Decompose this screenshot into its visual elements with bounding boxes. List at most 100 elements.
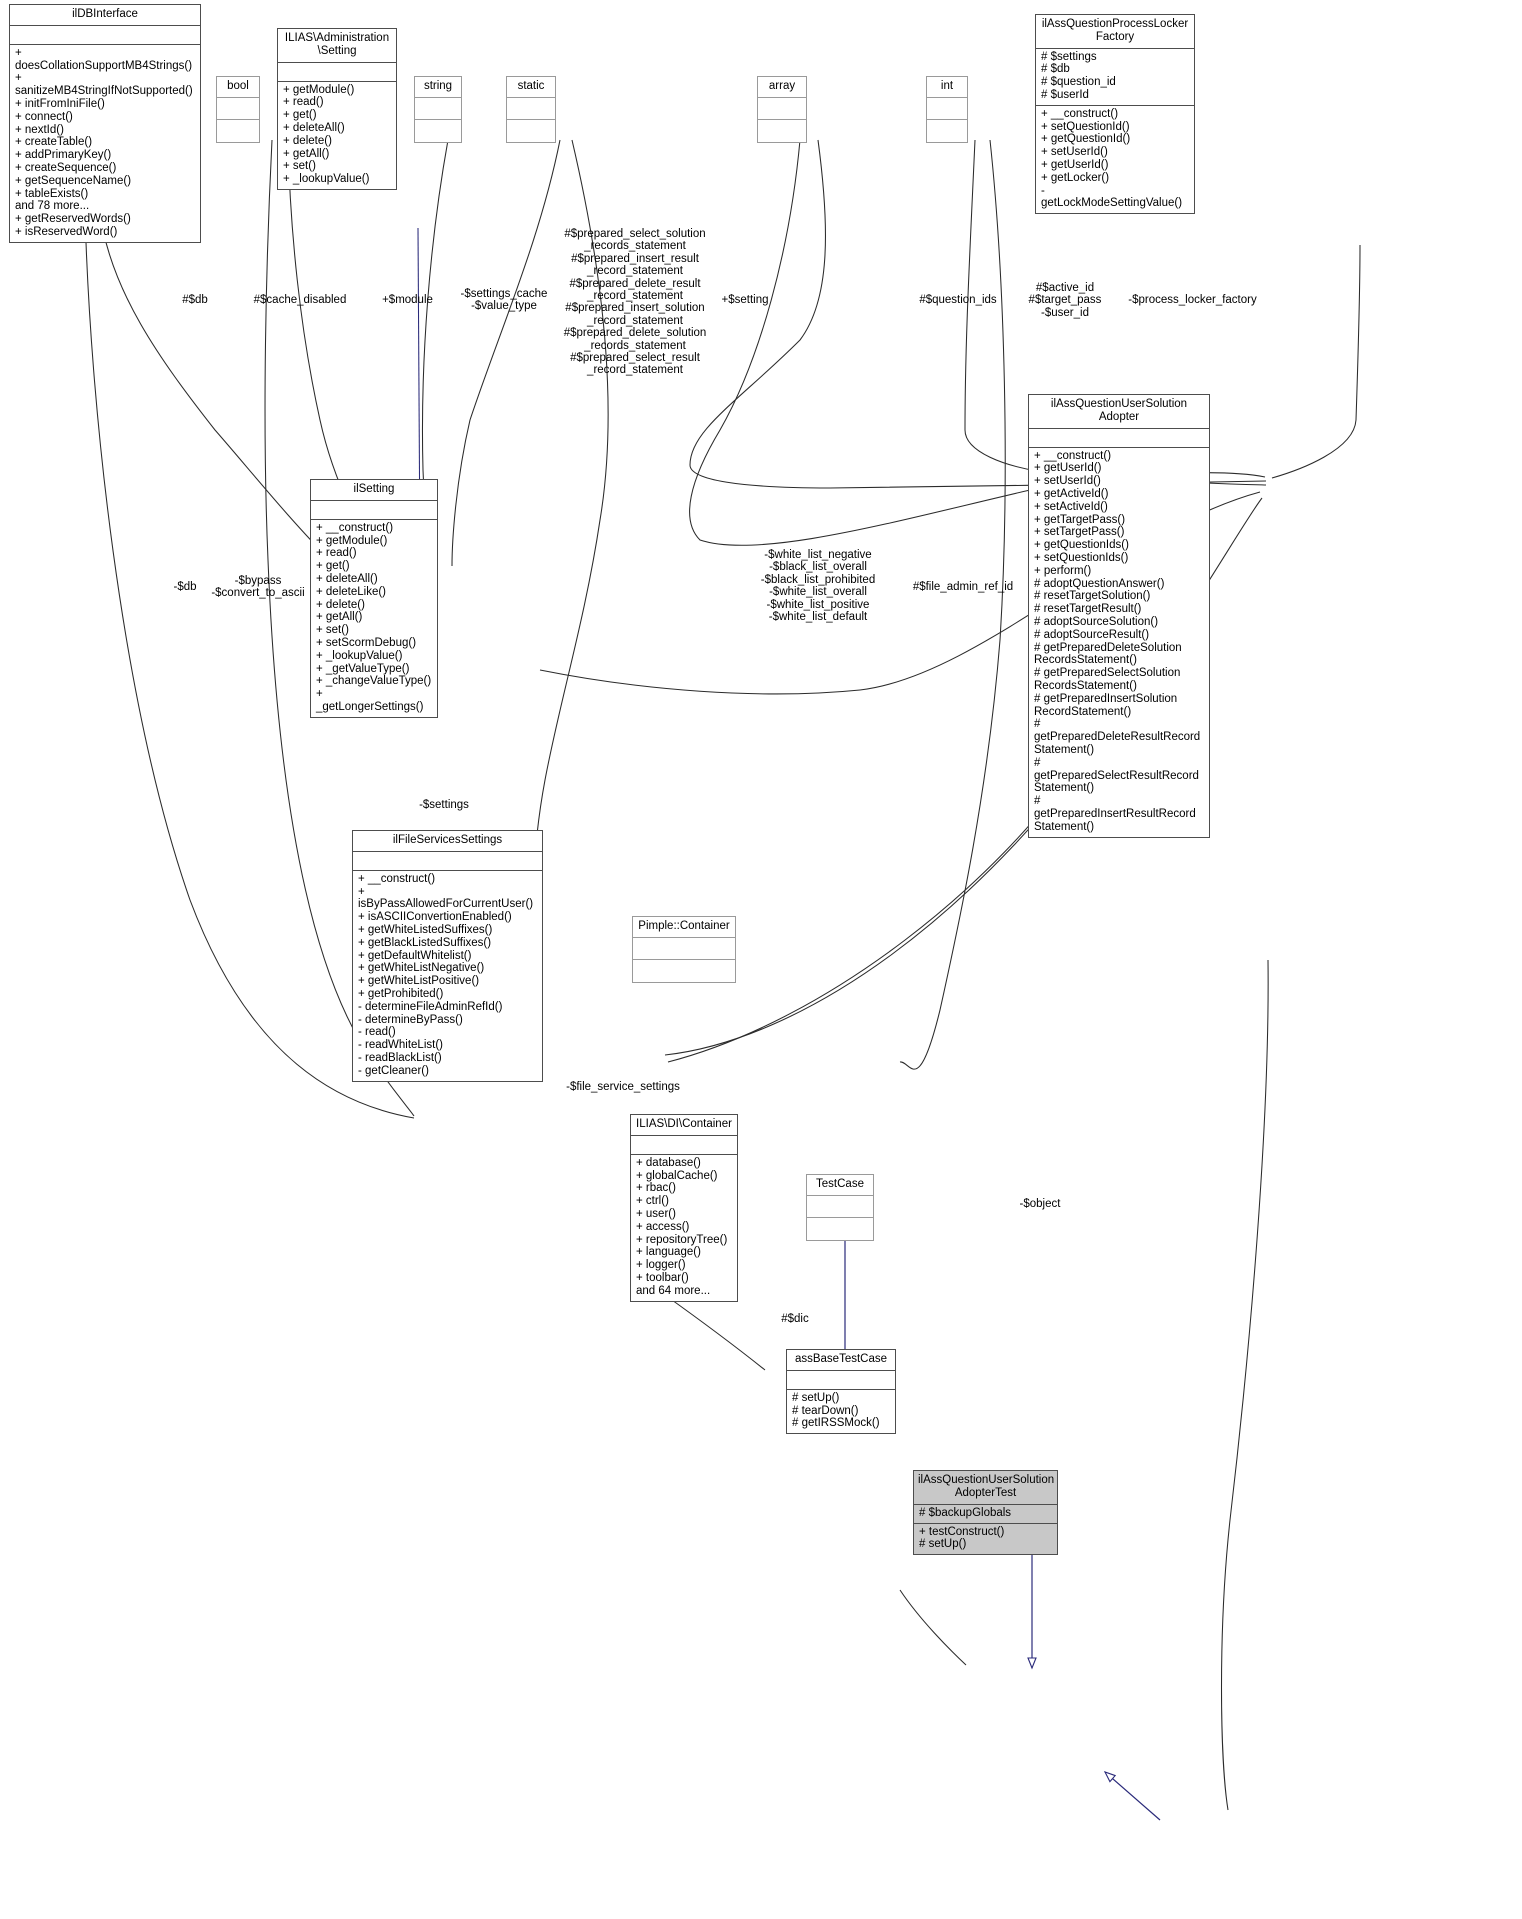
class-operations (217, 120, 259, 142)
op-row: + _lookupValue() (283, 173, 370, 186)
op-row: + getModule() (283, 83, 355, 96)
op-row: + set() (316, 624, 349, 637)
class-string[interactable]: string (414, 76, 462, 143)
op-row: + nextId() (15, 123, 64, 136)
op-row: + getAll() (316, 611, 363, 624)
class-array[interactable]: array (757, 76, 807, 143)
class-attributes: # $backupGlobals (914, 1505, 1057, 1524)
op-row: + database() (636, 1156, 701, 1169)
op-row: + __construct() (316, 521, 394, 534)
op-row: # getPreparedDeleteResultRecord Statemen… (1034, 718, 1201, 756)
op-row: + getReservedWords() (15, 213, 131, 226)
class-ilSetting[interactable]: ilSetting + __construct() + getModule() … (310, 479, 438, 718)
class-attributes (507, 98, 555, 120)
op-row: + perform() (1034, 564, 1092, 577)
class-bool[interactable]: bool (216, 76, 260, 143)
class-operations (927, 120, 967, 142)
class-ilias-di-container[interactable]: ILIAS\DI\Container + database() + global… (630, 1114, 738, 1302)
op-row: + createTable() (15, 136, 93, 149)
edge-label-module: +$module (382, 294, 433, 306)
op-row: - readBlackList() (358, 1051, 442, 1064)
op-row: # setUp() (792, 1391, 840, 1404)
class-operations: + doesCollationSupportMB4Strings() + san… (10, 45, 200, 242)
op-row: - readWhiteList() (358, 1039, 443, 1052)
class-ilAssQuestionUserSolutionAdopterTest[interactable]: ilAssQuestionUserSolution AdopterTest # … (913, 1470, 1058, 1556)
edge-label-white-lists: -$white_list_negative -$black_list_overa… (760, 549, 876, 624)
class-title: ILIAS\Administration \Setting (278, 29, 396, 63)
op-row: + isReservedWord() (15, 225, 118, 238)
op-row: + toolbar() (636, 1271, 689, 1284)
class-operations: + getModule() + read() + get() + deleteA… (278, 82, 396, 189)
class-title: ilAssQuestionUserSolution AdopterTest (914, 1471, 1057, 1505)
op-row: + getLocker() (1041, 171, 1110, 184)
op-row: + getAll() (283, 147, 330, 160)
op-row: + access() (636, 1220, 690, 1233)
class-attributes (311, 501, 437, 520)
class-int[interactable]: int (926, 76, 968, 143)
class-attributes (807, 1196, 873, 1218)
op-row: + __construct() (1034, 449, 1112, 462)
op-row: + setUserId() (1034, 475, 1101, 488)
edge-label-file-service-settings: -$file_service_settings (566, 1081, 680, 1093)
class-testcase[interactable]: TestCase (806, 1174, 874, 1241)
op-row: + get() (283, 109, 317, 122)
op-row: # adoptQuestionAnswer() (1034, 577, 1165, 590)
attr-row: # $userId (1041, 88, 1089, 101)
op-row: # getPreparedInsertSolution RecordStatem… (1034, 692, 1178, 718)
edge-label-bypass: -$bypass -$convert_to_ascii (211, 575, 305, 600)
attr-row: # $db (1041, 63, 1070, 76)
op-row: + getUserId() (1041, 158, 1109, 171)
class-title: static (507, 77, 555, 98)
op-row: + getWhiteListedSuffixes() (358, 923, 493, 936)
op-row: + testConstruct() (919, 1525, 1005, 1538)
class-attributes (10, 26, 200, 45)
class-static[interactable]: static (506, 76, 556, 143)
op-row: # getPreparedSelectSolution RecordsState… (1034, 667, 1181, 692)
class-title: int (927, 77, 967, 98)
class-title: bool (217, 77, 259, 98)
op-row: - determineFileAdminRefId() (358, 1000, 503, 1013)
class-operations (507, 120, 555, 142)
class-operations: + __construct() + getModule() + read() +… (311, 520, 437, 717)
op-row: + repositoryTree() (636, 1233, 728, 1246)
class-ilias-administration-setting[interactable]: ILIAS\Administration \Setting + getModul… (277, 28, 397, 190)
class-ilFileServicesSettings[interactable]: ilFileServicesSettings + __construct() +… (352, 830, 543, 1082)
class-attributes (633, 938, 735, 960)
op-row: + getWhiteListNegative() (358, 962, 485, 975)
class-operations: + __construct() + setQuestionId() + getQ… (1036, 106, 1194, 213)
class-ilAssQuestionUserSolutionAdopter[interactable]: ilAssQuestionUserSolution Adopter + __co… (1028, 394, 1210, 838)
op-row: # resetTargetResult() (1034, 603, 1142, 616)
edge-label-dic: #$dic (781, 1313, 809, 1325)
op-row: + language() (636, 1246, 701, 1259)
class-title: ilAssQuestionUserSolution Adopter (1029, 395, 1209, 429)
class-operations: + testConstruct() # setUp() (914, 1524, 1057, 1555)
edge-label-object: -$object (1019, 1198, 1061, 1210)
class-attributes (415, 98, 461, 120)
class-title: ilDBInterface (10, 5, 200, 26)
class-pimple-container[interactable]: Pimple::Container (632, 916, 736, 983)
edge-label-settings: -$settings (419, 799, 469, 811)
op-row: + ctrl() (636, 1195, 669, 1208)
class-operations: + __construct() + isByPassAllowedForCurr… (353, 871, 542, 1081)
op-row: + _getValueType() (316, 662, 410, 675)
op-row: + delete() (283, 134, 332, 147)
class-title: ilAssQuestionProcessLocker Factory (1036, 15, 1194, 49)
class-title: ilSetting (311, 480, 437, 501)
class-attributes (631, 1136, 737, 1155)
op-row: # getPreparedInsertResultRecord Statemen… (1034, 795, 1196, 833)
class-operations: + __construct() + getUserId() + setUserI… (1029, 448, 1209, 837)
class-assBaseTestCase[interactable]: assBaseTestCase # setUp() # tearDown() #… (786, 1349, 896, 1435)
class-attributes (278, 63, 396, 82)
class-attributes (758, 98, 806, 120)
op-row: + getProhibited() (358, 987, 444, 1000)
op-row: + setUserId() (1041, 146, 1108, 159)
class-ilDBInterface[interactable]: ilDBInterface + doesCollationSupportMB4S… (9, 4, 201, 243)
class-operations (633, 960, 735, 982)
class-ilAssQuestionProcessLockerFactory[interactable]: ilAssQuestionProcessLocker Factory # $se… (1035, 14, 1195, 215)
op-row: + rbac() (636, 1182, 676, 1195)
edge-label-process-locker-factory: -$process_locker_factory (1128, 294, 1257, 306)
op-row: + setActiveId() (1034, 500, 1108, 513)
edge-label-active-id: #$active_id #$target_pass -$user_id (1028, 282, 1102, 319)
op-row: + getActiveId() (1034, 487, 1109, 500)
op-row: + setQuestionId() (1041, 120, 1130, 133)
